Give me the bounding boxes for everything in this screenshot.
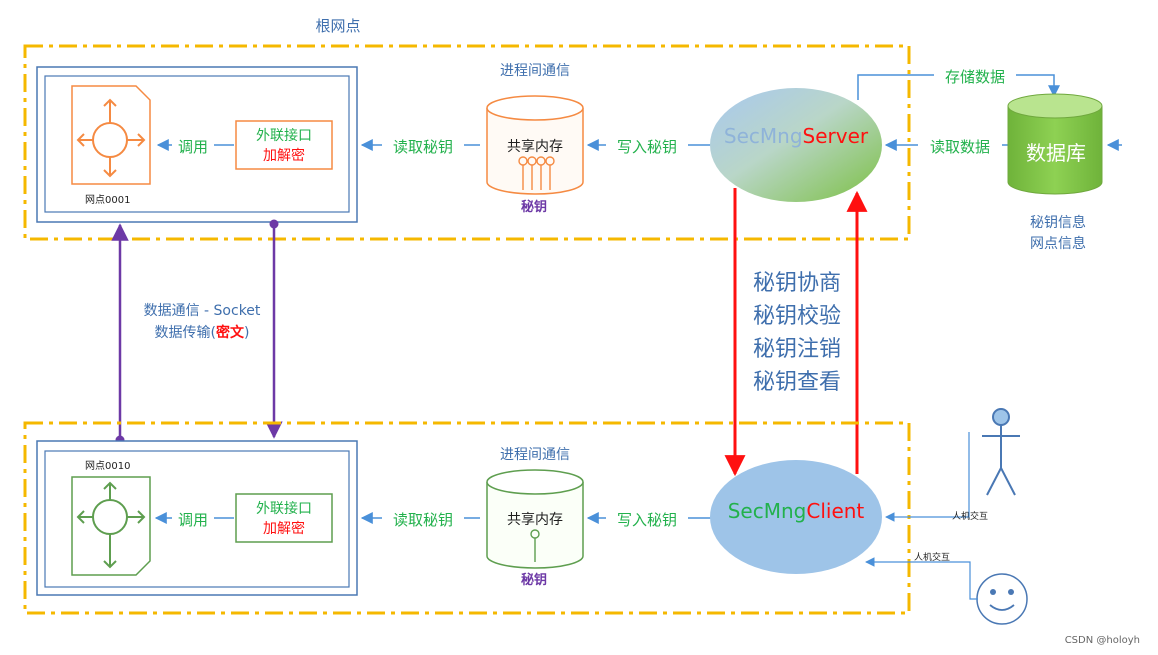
database-label: 数据库	[1026, 141, 1086, 165]
store-data-bg	[934, 66, 1016, 86]
op-verify: 秘钥校验	[753, 304, 841, 329]
bottom-call-label-bg	[172, 508, 214, 528]
top-ipc-title: 进程间通信	[500, 63, 570, 79]
top-interface-line1: 外联接口	[256, 127, 312, 144]
op-view: 秘钥查看	[753, 370, 841, 395]
socket-line2-prefix: 数据传输(	[155, 325, 216, 341]
bottom-write-key-label: 写入秘钥	[617, 511, 677, 529]
socket-dot-top	[269, 219, 279, 229]
top-read-key-label: 读取秘钥	[393, 138, 453, 156]
stick-figure-icon	[982, 408, 1020, 496]
operations-list: 秘钥协商 秘钥校验 秘钥注销 秘钥查看	[753, 271, 841, 395]
bottom-node-label: 网点0010	[85, 460, 130, 472]
bottom-read-key-label: 读取秘钥	[393, 511, 453, 529]
switch-icon-orange	[71, 85, 151, 185]
top-key-label: 秘钥	[521, 199, 547, 215]
switch-icon-green	[71, 476, 151, 576]
bottom-shared-memory-cylinder	[486, 469, 584, 569]
socket-line1: 数据通信 - Socket	[144, 303, 261, 319]
server-suffix: Server	[803, 124, 869, 148]
bottom-call-label: 调用	[178, 511, 208, 529]
top-zone-border	[23, 44, 911, 241]
bottom-zone-border	[23, 421, 911, 615]
top-write-key-label: 写入秘钥	[617, 138, 677, 156]
client-suffix: Client	[806, 499, 864, 523]
read-data-label: 读取数据	[930, 138, 990, 156]
server-node	[710, 88, 882, 202]
key-cluster-icon	[518, 156, 555, 190]
client-node	[710, 460, 882, 574]
socket-cipher: 密文	[215, 324, 245, 341]
bottom-write-key-bg	[606, 508, 688, 528]
store-data-label: 存储数据	[945, 68, 1005, 86]
socket-line2-suffix: )	[244, 325, 249, 341]
hci-arrow-2	[865, 557, 978, 600]
op-revoke: 秘钥注销	[753, 337, 841, 362]
bottom-interface-line1: 外联接口	[256, 500, 312, 517]
key-icon	[530, 529, 540, 562]
top-shared-memory-cylinder	[486, 95, 584, 195]
top-node-label: 网点0001	[85, 194, 130, 206]
bottom-shm-label: 共享内存	[507, 511, 563, 528]
smiley-icon	[976, 573, 1028, 625]
server-prefix: SecMng	[724, 124, 803, 148]
bottom-interface-box	[235, 493, 333, 543]
watermark: CSDN @holoyh	[1065, 635, 1140, 646]
top-call-label-bg	[172, 135, 214, 155]
bottom-interface-line2: 加解密	[263, 520, 305, 537]
read-data-bg	[918, 135, 1002, 155]
top-read-key-bg	[382, 135, 464, 155]
hci-label-2: 人机交互	[914, 551, 950, 563]
socket-line2: 数据传输(密文)	[155, 324, 250, 341]
bottom-ipc-title: 进程间通信	[500, 447, 570, 463]
hci-label-1: 人机交互	[952, 510, 988, 522]
bottom-read-key-bg	[382, 508, 464, 528]
hci-arrow-1	[885, 432, 970, 522]
op-negotiate: 秘钥协商	[753, 271, 841, 296]
bottom-key-label: 秘钥	[521, 572, 547, 588]
root-title: 根网点	[315, 17, 360, 35]
top-shm-label: 共享内存	[507, 138, 563, 155]
server-label: SecMngServer	[724, 124, 869, 148]
client-label: SecMngClient	[728, 499, 865, 523]
top-interface-line2: 加解密	[263, 147, 305, 164]
db-info-line2: 网点信息	[1030, 235, 1086, 252]
db-info-line1: 秘钥信息	[1030, 214, 1086, 231]
top-write-key-bg	[606, 135, 688, 155]
top-call-label: 调用	[178, 138, 208, 156]
client-prefix: SecMng	[728, 499, 807, 523]
database-cylinder	[1007, 93, 1103, 195]
top-interface-box	[235, 120, 333, 170]
